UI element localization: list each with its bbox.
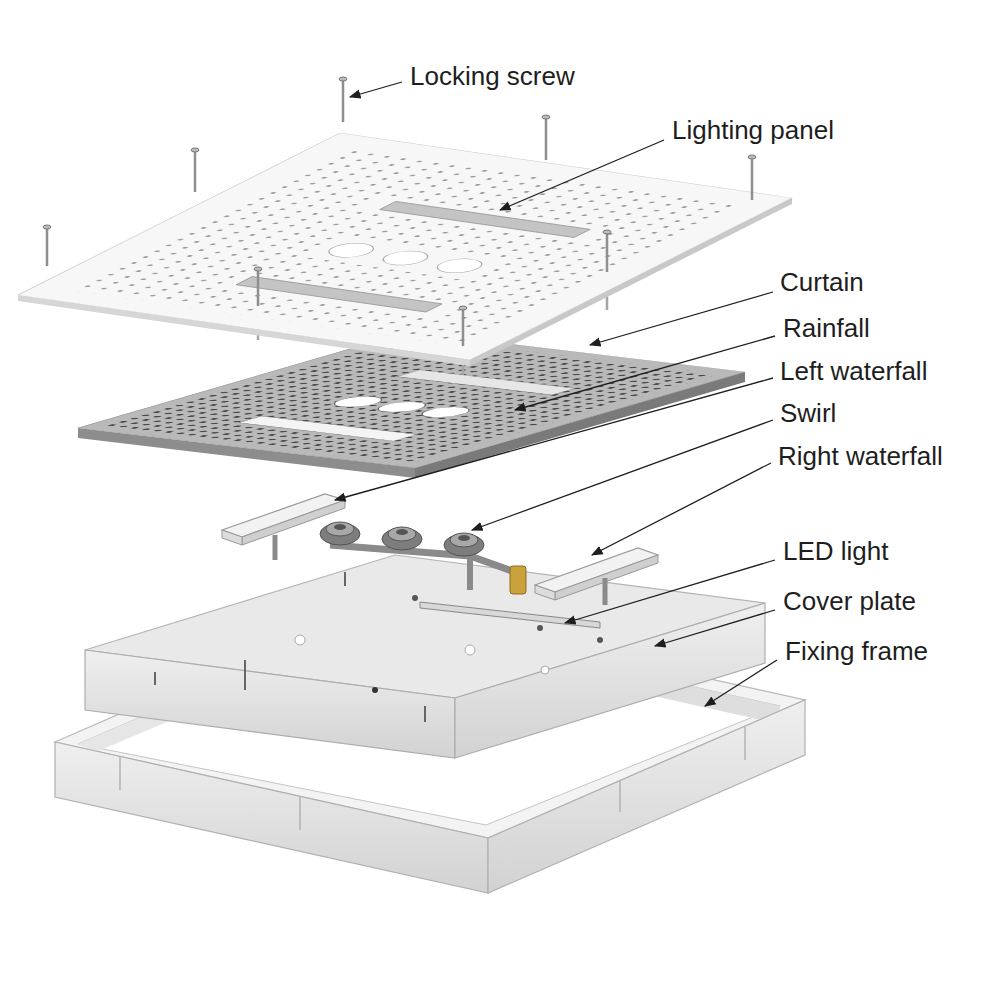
part-label: Fixing frame xyxy=(785,637,928,666)
part-label: Rainfall xyxy=(783,314,870,343)
part-label: LED light xyxy=(783,537,889,566)
right-waterfall xyxy=(535,548,658,605)
swirl-manifold xyxy=(320,522,526,594)
cover-plate xyxy=(85,555,765,758)
part-label: Cover plate xyxy=(783,587,916,616)
locking-screws xyxy=(43,77,756,346)
leader-lines xyxy=(335,82,777,706)
lighting-panel xyxy=(18,133,792,366)
part-label: Left waterfall xyxy=(780,357,927,386)
part-label: Right waterfall xyxy=(778,442,943,471)
part-label: Swirl xyxy=(780,399,836,428)
part-label: Lighting panel xyxy=(672,116,834,145)
part-label: Curtain xyxy=(780,268,864,297)
led-light xyxy=(420,602,600,628)
part-label: Locking screw xyxy=(410,62,575,91)
